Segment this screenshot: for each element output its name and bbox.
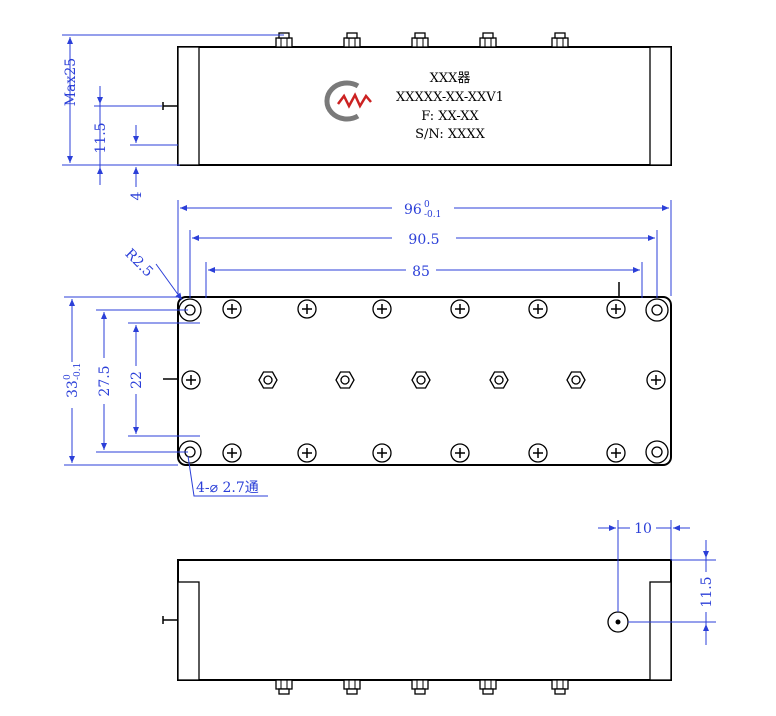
product-serial: S/N: XXXX (415, 127, 485, 142)
dim-hole-pitch-x: 90.5 (408, 232, 439, 248)
connector-top-3 (411, 32, 429, 48)
side-view-bottom: 10 11.5 (162, 519, 716, 695)
connector-top-4 (479, 32, 497, 48)
connector-bottom-2 (343, 679, 361, 695)
screw-top-2 (297, 299, 317, 319)
plan-view: 96 0 -0.1 90.5 85 R2.5 33 0 -0.1 27.5 (62, 200, 672, 497)
screw-bottom-2 (297, 443, 317, 463)
coaxial-port-icon (607, 611, 629, 633)
screw-bottom-3 (372, 443, 392, 463)
hex-nut-1 (258, 371, 278, 389)
product-frequency: F: XX-XX (421, 109, 479, 124)
screw-top-6 (606, 299, 626, 319)
screw-top-5 (528, 299, 548, 319)
screw-mid-left (181, 370, 201, 390)
screw-bottom-5 (528, 443, 548, 463)
mount-hole-tr (645, 298, 669, 322)
dim-max-height: Max25 (63, 58, 79, 106)
screw-bottom-1 (222, 443, 242, 463)
dim-width-tol-lower: -0.1 (73, 363, 83, 380)
connector-top-5 (551, 32, 569, 48)
screw-mid-right (646, 370, 666, 390)
dim-hole-note: 4-⌀ 2.7通 (196, 480, 259, 496)
hex-nut-5 (566, 371, 586, 389)
dim-hole-pitch-y: 27.5 (97, 365, 113, 396)
dim-width-main: 33 (65, 380, 81, 398)
connector-bottom-4 (479, 679, 497, 695)
dim-port-offset-y: 11.5 (699, 576, 715, 607)
connector-bottom-5 (551, 679, 569, 695)
company-logo-icon (324, 80, 372, 122)
dim-corner-radius: R2.5 (122, 246, 157, 281)
connector-bottom-3 (411, 679, 429, 695)
hex-nut-3 (411, 371, 431, 389)
hex-nut-2 (335, 371, 355, 389)
dim-width-tol-upper: 0 (63, 374, 73, 380)
screw-top-4 (450, 299, 470, 319)
dim-length-tol-upper: 0 (424, 200, 430, 210)
dim-connector-span: 85 (412, 264, 430, 280)
product-title: XXX器 (430, 71, 471, 86)
screw-top-1 (222, 299, 242, 319)
screw-bottom-6 (606, 443, 626, 463)
connector-bottom-1 (275, 679, 293, 695)
mount-hole-br (645, 440, 669, 464)
side-view-top: XXX器 XXXXX-XX-XXV1 F: XX-XX S/N: XXXX Ma… (62, 32, 672, 200)
dim-length-main: 96 (404, 202, 422, 218)
dim-inner-span: 22 (129, 371, 145, 389)
dim-connector-height: 11.5 (93, 122, 109, 153)
product-model: XXXXX-XX-XXV1 (396, 90, 504, 105)
screw-bottom-4 (450, 443, 470, 463)
hex-nut-4 (489, 371, 509, 389)
dim-pin-offset: 4 (129, 191, 145, 200)
dim-length-tol-lower: -0.1 (424, 210, 441, 220)
screw-top-3 (372, 299, 392, 319)
dim-port-offset-x: 10 (634, 521, 652, 537)
connector-top-2 (343, 32, 361, 48)
